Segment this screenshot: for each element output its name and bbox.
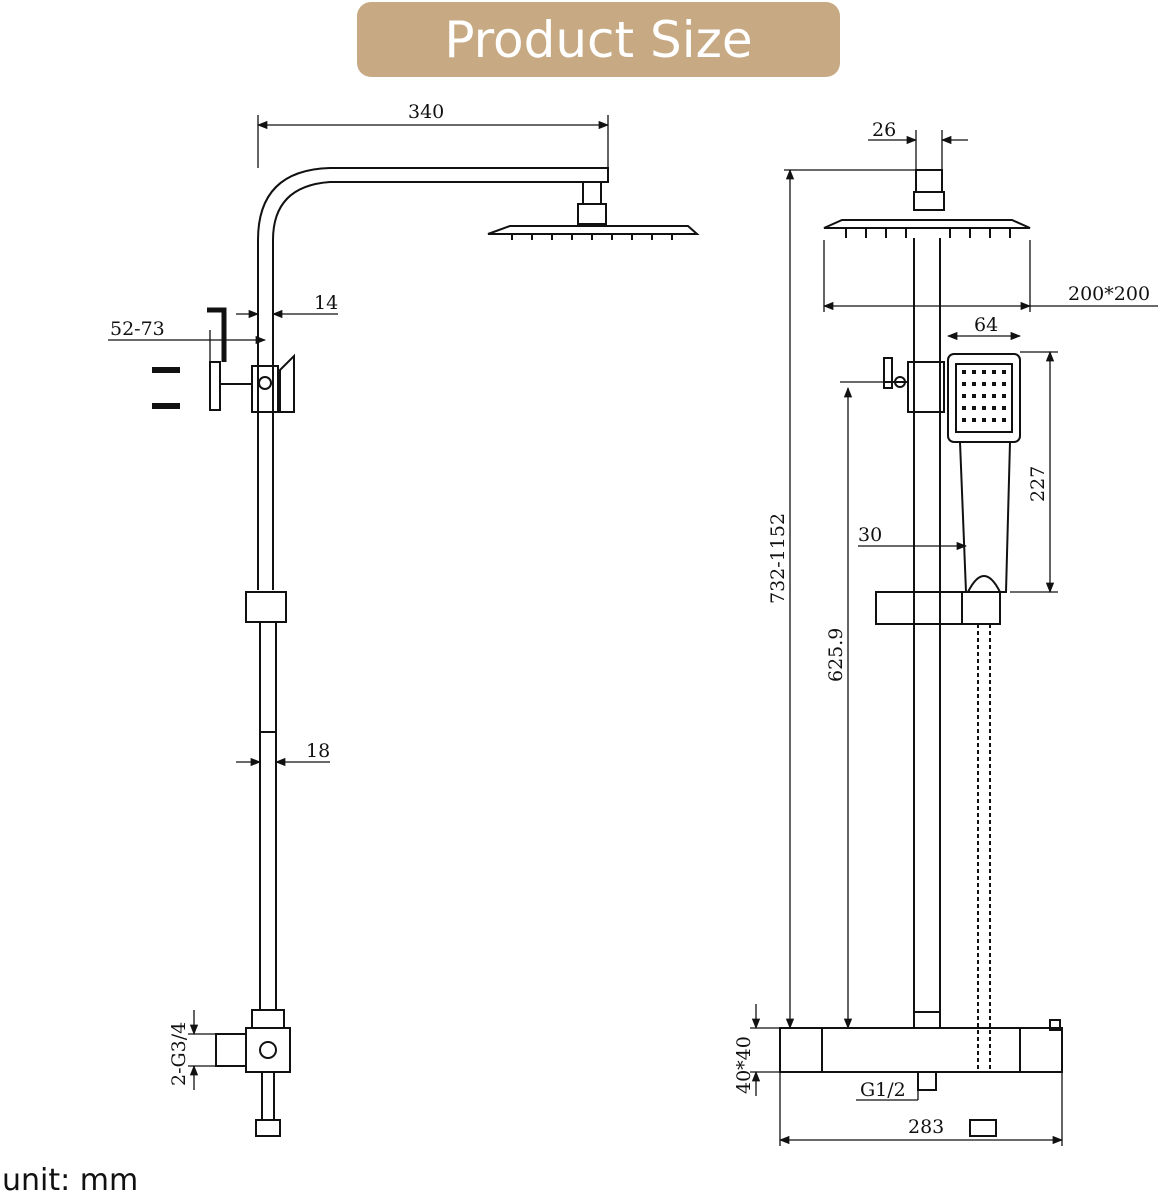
side-dimensions <box>108 115 610 1090</box>
front-bracket <box>907 361 945 413</box>
dim-valve-size: 40*40 <box>733 1036 755 1094</box>
valve-body <box>245 1027 291 1073</box>
dim-arm-length: 340 <box>408 101 444 123</box>
dim-head-pipe: 26 <box>872 119 896 141</box>
wall-bracket-hook <box>207 307 227 362</box>
dim-hand-width: 64 <box>974 314 998 336</box>
head-nut <box>577 203 607 225</box>
rain-head-side <box>487 225 700 235</box>
dim-valve-width: 283 <box>908 1116 944 1138</box>
dim-height-range: 732-1152 <box>767 513 789 604</box>
dim-hand-offset: 30 <box>858 524 882 546</box>
hose-side <box>261 1072 275 1120</box>
front-dimensions <box>750 130 1158 1146</box>
dim-lower-pipe: 18 <box>306 740 330 762</box>
rain-head-front <box>823 219 1031 229</box>
riser-arm <box>257 167 609 590</box>
dim-pipe-offset: 14 <box>314 292 338 314</box>
dim-bracket-range: 52-73 <box>110 318 165 340</box>
holder-slider <box>875 591 1001 625</box>
valve-inlet <box>215 1033 247 1067</box>
dim-holder-height: 625.9 <box>825 628 847 682</box>
bracket-clamp <box>251 365 279 413</box>
wall-plate <box>209 361 221 411</box>
handshower-handle <box>958 441 1012 593</box>
handshower-holes <box>962 370 1006 422</box>
front-view <box>779 169 1063 1137</box>
unit-note: unit: mm <box>2 1163 139 1198</box>
dim-outlet: G1/2 <box>860 1079 906 1101</box>
hose-front <box>977 624 991 1070</box>
height-coupling <box>245 591 287 623</box>
handshower-side <box>279 353 295 413</box>
side-view <box>152 167 700 1137</box>
head-nozzles <box>511 234 673 240</box>
dim-inlet: 2-G3/4 <box>168 1022 190 1086</box>
valve-nut <box>251 1009 285 1029</box>
dim-hand-length: 227 <box>1027 466 1049 502</box>
head-connector <box>582 181 602 205</box>
title-badge: Product Size <box>357 2 840 77</box>
dim-head-size: 200*200 <box>1068 283 1150 305</box>
front-nozzles <box>845 228 1011 238</box>
